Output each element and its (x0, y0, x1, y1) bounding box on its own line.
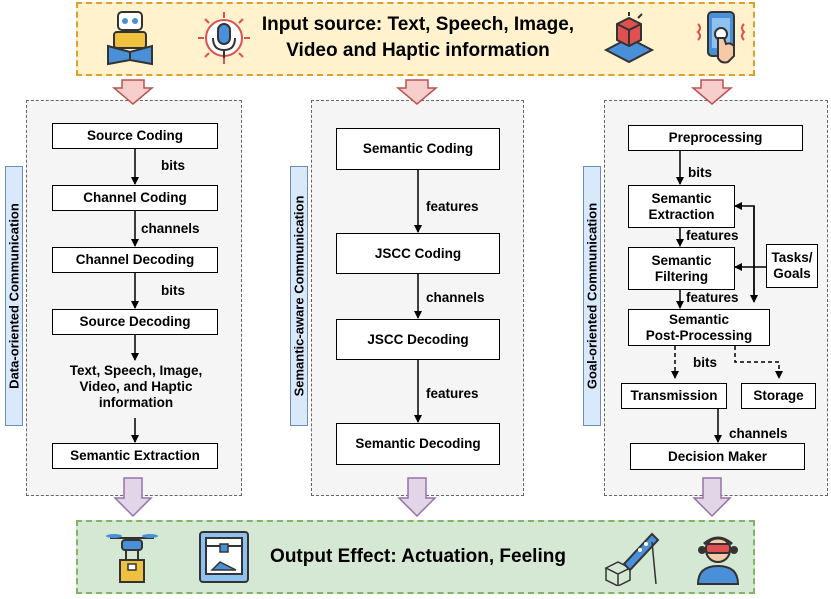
semantic-decoding-box: Semantic Decoding (336, 423, 500, 465)
goal-features-label-2: features (686, 290, 739, 305)
data-bits-label-2: bits (161, 283, 186, 298)
output-effect-title: Output Effect: Actuation, Feeling (270, 546, 566, 567)
input-arrow-left (111, 79, 155, 105)
goal-features-label-1: features (686, 228, 739, 243)
3d-printer-icon (199, 531, 249, 583)
semantic-channels-label: channels (426, 290, 485, 305)
semantic-coding-box: Semantic Coding (336, 128, 500, 170)
goal-semantic-extraction-line1: Semantic (651, 190, 712, 206)
decision-maker-box: Decision Maker (630, 443, 805, 470)
post-processing-line1: Semantic (668, 311, 730, 327)
arrow-to-extraction-loop (734, 202, 755, 296)
vr-user-icon (696, 536, 740, 585)
data-channels-label: channels (141, 221, 200, 236)
goal-channels-label: channels (729, 426, 788, 441)
output-arrow-middle (397, 477, 437, 518)
input-source-line2: Video and Haptic information (286, 40, 550, 61)
goal-semantic-extraction-line2: Extraction (648, 206, 715, 222)
input-source-line1: Input source: Text, Speech, Image, (261, 14, 575, 35)
haptic-pen-icon (604, 532, 660, 586)
goal-oriented-label: Goal-oriented Communication (583, 166, 601, 426)
semantic-aware-label: Semantic-aware Communication (290, 166, 308, 426)
output-effect-banner: Output Effect: Actuation, Feeling (76, 520, 755, 594)
source-decoding-box: Source Decoding (52, 309, 218, 335)
source-coding-box: Source Coding (52, 123, 218, 149)
transmission-box: Transmission (621, 383, 727, 409)
data-bits-label-1: bits (161, 158, 186, 173)
tasks-goals-box: Tasks/ Goals (766, 244, 818, 288)
semantic-extraction-box: Semantic Extraction (52, 443, 218, 469)
info-line-3: information (98, 395, 174, 410)
semantic-filtering-box: Semantic Filtering (628, 247, 735, 290)
input-arrow-right (690, 79, 734, 105)
semantic-filtering-line1: Semantic (651, 252, 712, 268)
goal-semantic-extraction-box: Semantic Extraction (628, 185, 735, 228)
storage-box: Storage (741, 383, 816, 409)
microphone-icon (198, 12, 250, 64)
3d-cube-icon (603, 12, 655, 64)
smartphone-touch-icon (696, 11, 746, 64)
goal-bits-label-1: bits (688, 165, 713, 180)
post-processing-line2: Post-Processing (645, 327, 753, 343)
semantic-features-label-2: features (426, 386, 479, 401)
robot-reader-icon (107, 11, 153, 66)
data-oriented-label: Data-oriented Communication (5, 166, 23, 426)
channel-decoding-box: Channel Decoding (52, 247, 218, 273)
goal-oriented-panel (604, 100, 828, 496)
drone-delivery-icon (106, 534, 158, 583)
info-line-2: Video, and Haptic (79, 379, 193, 394)
semantic-filtering-line2: Filtering (654, 268, 709, 284)
preprocessing-box: Preprocessing (628, 125, 803, 151)
jscc-decoding-box: JSCC Decoding (336, 319, 500, 360)
channel-coding-box: Channel Coding (52, 185, 218, 211)
decoded-information-text: Text, Speech, Image, Video, and Haptic i… (50, 363, 222, 411)
semantic-features-label-1: features (426, 199, 479, 214)
data-oriented-panel (26, 100, 242, 496)
tasks-goals-line1: Tasks/ (771, 250, 813, 265)
tasks-goals-line2: Goals (773, 266, 811, 281)
output-arrow-left (113, 477, 153, 518)
input-source-title: Input source: Text, Speech, Image, Video… (248, 12, 588, 64)
info-line-1: Text, Speech, Image, (69, 363, 203, 378)
input-arrow-middle (395, 79, 439, 105)
arrow-postprocessing-to-storage (734, 346, 783, 379)
goal-bits-label-2: bits (693, 355, 718, 370)
semantic-post-processing-box: Semantic Post-Processing (628, 309, 770, 346)
output-arrow-right (692, 477, 732, 518)
jscc-coding-box: JSCC Coding (336, 233, 500, 274)
